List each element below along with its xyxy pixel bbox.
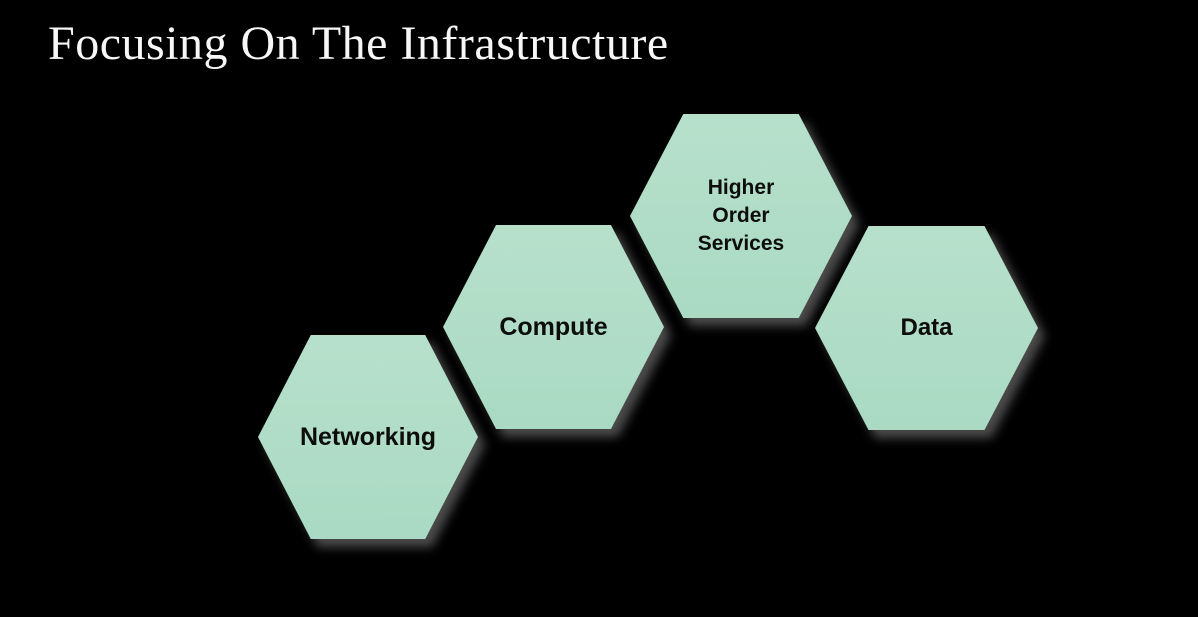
hexagon-networking-label: Networking (299, 422, 437, 451)
hexagon-data-label: Data (900, 314, 953, 342)
slide-title: Focusing On The Infrastructure (48, 17, 669, 70)
hexagon-hos-line-2: Order (712, 204, 770, 227)
hexagon-hos-line-1: Higher (707, 176, 775, 199)
hexagon-data-shape: Data (815, 226, 1038, 430)
hexagon-compute-label: Compute (499, 312, 608, 341)
hexagon-networking-shape: Networking (258, 335, 478, 539)
hexagon-higher-order-services: Higher Order Services (630, 114, 852, 318)
hexagon-higher-order-services-label: Higher Order Services (698, 174, 784, 258)
hexagon-higher-order-services-shape: Higher Order Services (630, 114, 852, 318)
hexagon-data: Data (815, 226, 1038, 430)
hexagon-compute-shape: Compute (443, 225, 664, 429)
hexagon-hos-line-3: Services (697, 232, 785, 255)
hexagon-networking: Networking (258, 335, 478, 539)
hexagon-compute: Compute (443, 225, 664, 429)
